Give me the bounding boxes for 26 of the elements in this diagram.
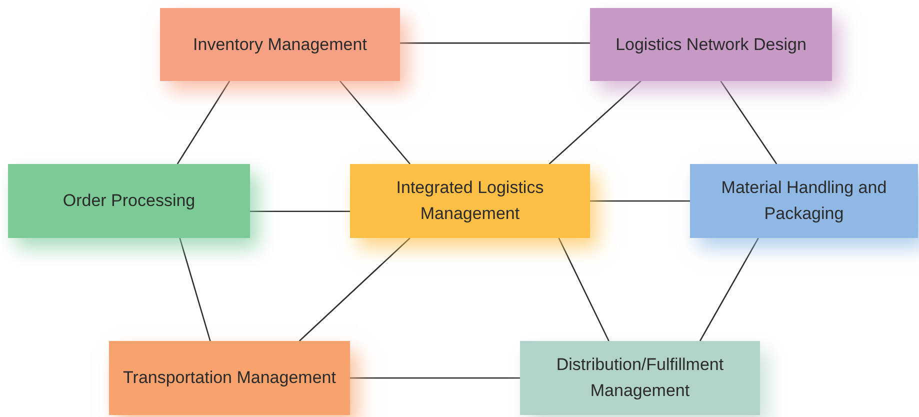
connector-line (548, 80, 642, 164)
connector-line (176, 80, 230, 164)
connector-line (400, 42, 590, 44)
topic-box (109, 341, 350, 415)
topic-label: Logistics Network Design (616, 34, 806, 56)
topic-label: Distribution/Fulfillment Management (555, 354, 725, 402)
connector-line (340, 80, 410, 164)
topic-box (350, 164, 590, 238)
connector-line (298, 238, 410, 342)
topic-label: Material Handling and Packaging (720, 177, 888, 225)
topic-label: Order Processing (62, 190, 196, 212)
connector-line (179, 238, 211, 342)
connector-line (720, 80, 778, 164)
connector-line (250, 210, 350, 212)
connector-line (590, 200, 690, 202)
connector-line (350, 377, 520, 379)
topic-box (8, 164, 250, 238)
topic-label: Integrated Logistics Management (395, 177, 545, 225)
topic-box (520, 341, 760, 415)
topic-box (160, 8, 400, 81)
topic-label: Transportation Management (123, 367, 336, 389)
topic-label: Inventory Management (193, 34, 367, 56)
topic-box (690, 164, 918, 238)
topic-box (590, 8, 832, 81)
connector-line (699, 238, 759, 342)
connector-line (558, 238, 610, 342)
